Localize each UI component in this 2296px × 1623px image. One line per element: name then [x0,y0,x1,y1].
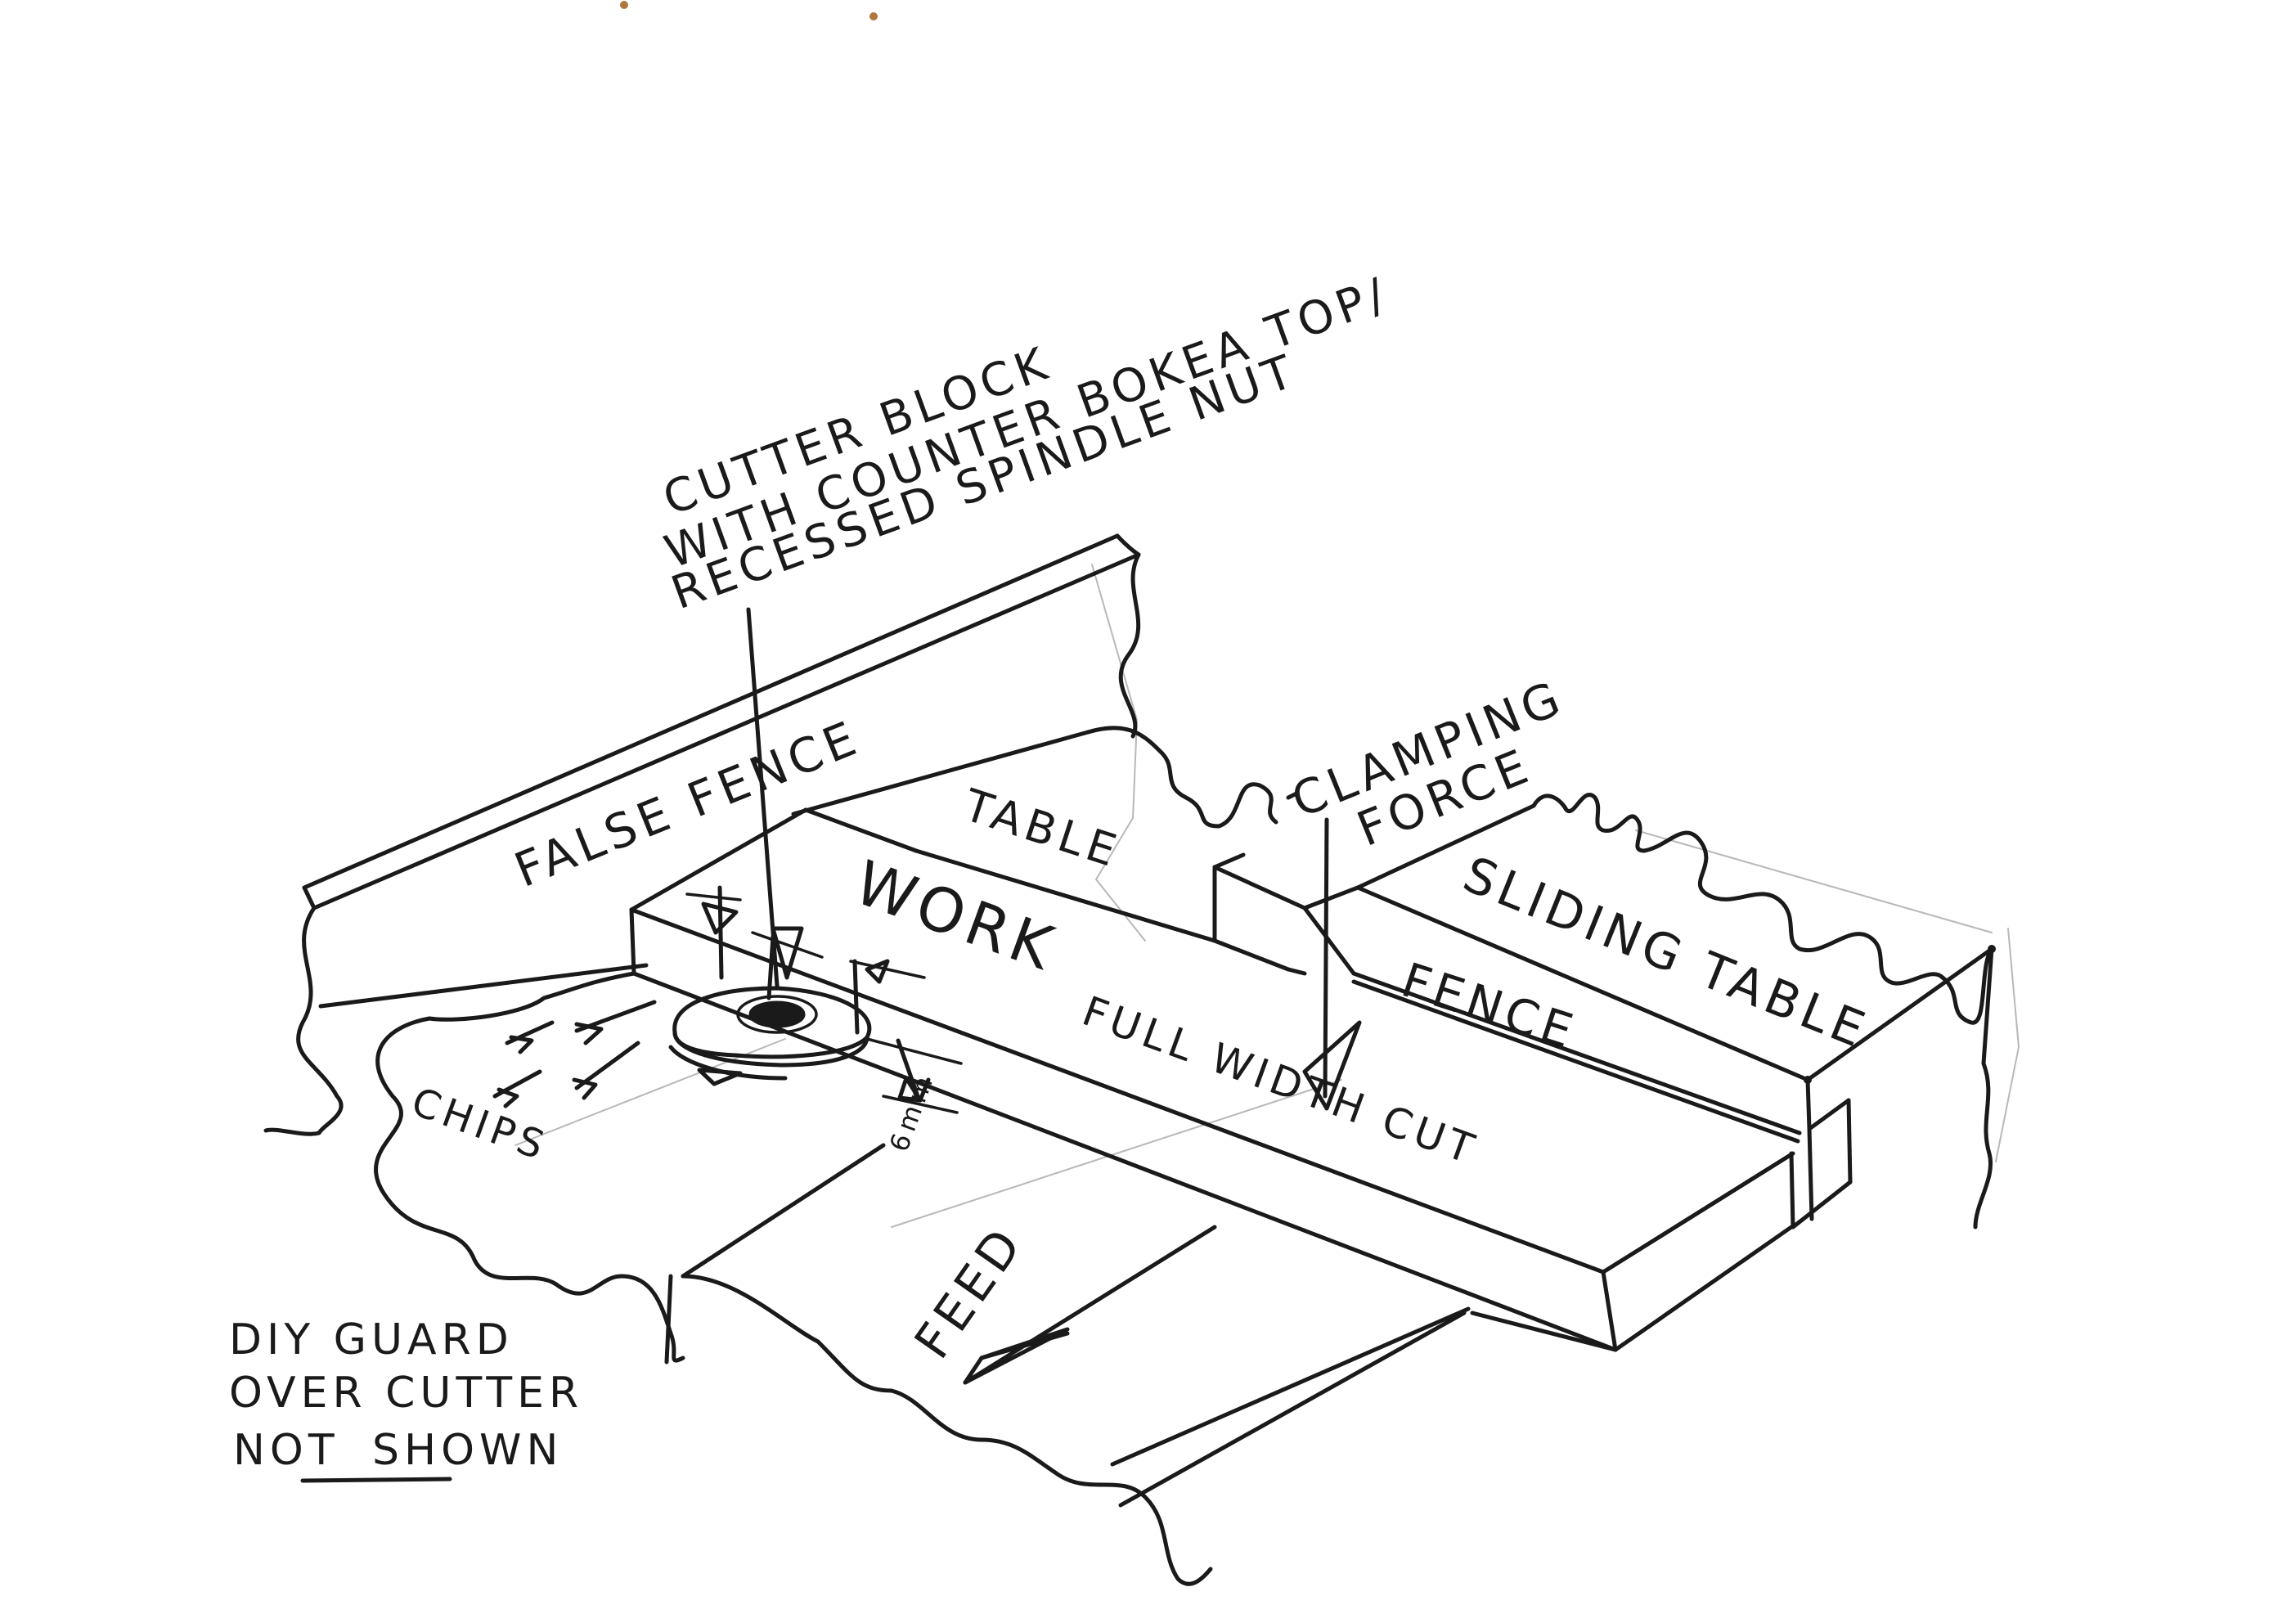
not-underline [300,1477,452,1483]
label-guard: SHOWN [372,1426,563,1475]
clamping-force-leader [1302,817,1362,1111]
sliding-table [1355,793,1996,1230]
paper-speck [869,12,878,20]
workpiece [629,807,1795,1352]
feed-arrow [963,1225,1217,1385]
label-guard: OVER CUTTER [229,1369,583,1418]
label-table: TABLE [957,779,1127,878]
label-dimension: 6mm [883,1068,941,1156]
label-fence: FENCE [1395,952,1584,1061]
label-guard: NOT [233,1426,339,1475]
chip-arrows [492,1000,657,1108]
paper-speck [620,1,628,9]
cutter-block [668,986,872,1086]
label-chips: CHIPS [406,1079,555,1171]
false-fence [263,533,1141,1136]
machine-table-front [374,971,1618,1586]
pencil-construction-lines [514,564,2020,1228]
machine-table-back [791,726,1299,829]
label-guard: DIY GUARD [229,1315,514,1364]
dimension-marks [685,885,963,1114]
sliding-table-fence [1212,852,1853,1230]
cutter-block-leader [746,607,804,988]
